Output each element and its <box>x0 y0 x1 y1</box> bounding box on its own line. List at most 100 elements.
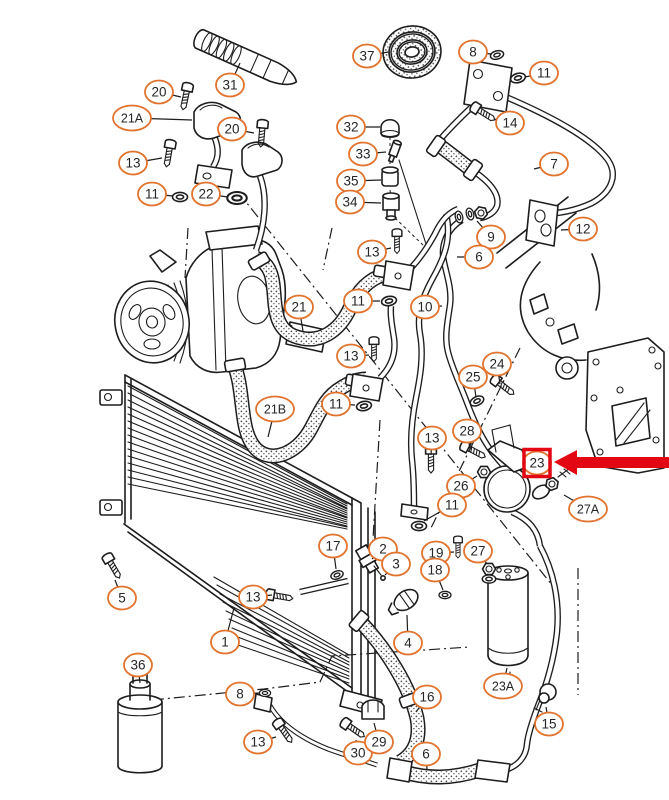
callout-12[interactable]: 12 <box>560 216 598 242</box>
callout-13[interactable]: 13 <box>336 343 370 369</box>
balloon-label: 6 <box>475 250 483 265</box>
balloon-label: 24 <box>489 357 505 372</box>
callout-21B[interactable]: 21B <box>255 395 295 438</box>
pipe-flange-drawing <box>463 59 559 247</box>
balloon-label: 32 <box>343 120 358 135</box>
balloon-label: 6 <box>422 747 430 762</box>
callout-20[interactable]: 20 <box>144 79 182 105</box>
callout-4[interactable]: 4 <box>393 614 423 656</box>
balloon-label: 13 <box>125 156 140 171</box>
callout-22[interactable]: 22 <box>191 181 229 207</box>
balloon <box>112 104 152 132</box>
callout-29[interactable]: 29 <box>364 722 394 755</box>
balloon-label: 36 <box>130 658 145 673</box>
balloon-label: 11 <box>537 66 551 81</box>
callout-24[interactable]: 24 <box>482 351 512 385</box>
callout-17[interactable]: 17 <box>318 533 348 570</box>
balloon <box>321 391 351 417</box>
callout-13[interactable]: 13 <box>417 425 447 456</box>
balloon <box>452 418 482 444</box>
balloon-label: 13 <box>250 735 265 750</box>
callout-3[interactable]: 3 <box>381 551 411 577</box>
callout-13[interactable]: 13 <box>243 729 277 755</box>
balloon <box>482 351 512 377</box>
balloon-label: 21B <box>264 403 286 417</box>
callout-23[interactable]: 23 <box>518 447 669 479</box>
callout-1[interactable]: 1 <box>210 607 240 655</box>
balloon-label: 34 <box>342 195 358 210</box>
callout-13[interactable]: 13 <box>357 239 392 265</box>
callout-14[interactable]: 14 <box>493 110 525 136</box>
balloon <box>107 585 137 611</box>
balloon <box>217 116 247 142</box>
callout-6[interactable]: 6 <box>457 244 494 270</box>
callout-9[interactable]: 9 <box>476 220 506 250</box>
balloon <box>343 740 373 766</box>
callout-23A[interactable]: 23A <box>483 667 523 700</box>
callout-36[interactable]: 36 <box>123 652 153 684</box>
balloon-label: 29 <box>371 735 386 750</box>
callout-16[interactable]: 16 <box>412 684 442 713</box>
balloon <box>243 729 273 755</box>
callout-13[interactable]: 13 <box>238 584 273 610</box>
condenser-drawing <box>99 374 383 717</box>
callout-13[interactable]: 13 <box>118 150 163 176</box>
callout-11[interactable]: 11 <box>321 391 356 417</box>
callout-6[interactable]: 6 <box>411 741 441 770</box>
callout-35[interactable]: 35 <box>336 168 382 194</box>
balloon <box>437 492 467 518</box>
callout-34[interactable]: 34 <box>335 189 382 215</box>
balloon <box>458 39 488 65</box>
balloon-label: 20 <box>151 85 166 100</box>
highlight-box <box>522 447 552 479</box>
balloon <box>123 652 153 678</box>
balloon-label: 23 <box>529 456 544 471</box>
balloon <box>144 79 174 105</box>
callout-11[interactable]: 11 <box>137 181 174 207</box>
balloon <box>137 181 167 207</box>
balloon-label: 4 <box>404 636 412 651</box>
callout-11[interactable]: 11 <box>423 492 467 522</box>
callout-20[interactable]: 20 <box>217 116 255 142</box>
balloon-label: 13 <box>364 245 379 260</box>
balloon <box>215 72 245 98</box>
balloon-label: 5 <box>118 591 126 606</box>
callout-7[interactable]: 7 <box>533 151 569 177</box>
balloon-label: 19 <box>428 546 443 561</box>
balloon <box>476 224 506 250</box>
callout-28[interactable]: 28 <box>452 418 482 450</box>
refrigerant-hoses-drawing <box>223 133 511 782</box>
balloon-label: 11 <box>445 498 459 513</box>
callout-30[interactable]: 30 <box>343 739 373 766</box>
callout-31[interactable]: 31 <box>215 62 245 98</box>
callout-21A[interactable]: 21A <box>112 104 193 132</box>
balloon-label: 10 <box>417 300 432 315</box>
balloon-label: 21A <box>121 112 144 126</box>
callout-15[interactable]: 15 <box>534 706 564 737</box>
callout-27[interactable]: 27 <box>463 538 493 565</box>
callout-33[interactable]: 33 <box>348 141 387 167</box>
callout-32[interactable]: 32 <box>336 114 380 140</box>
balloon-label: 11 <box>351 294 365 309</box>
balloon <box>118 150 148 176</box>
callout-25[interactable]: 25 <box>458 364 488 398</box>
callout-27A[interactable]: 27A <box>563 494 608 523</box>
callout-21[interactable]: 21 <box>284 294 314 332</box>
callout-8[interactable]: 8 <box>225 681 260 707</box>
balloon <box>191 181 221 207</box>
callout-37[interactable]: 37 <box>352 43 389 69</box>
balloon-label: 2 <box>379 542 387 557</box>
callout-11[interactable]: 11 <box>524 60 559 86</box>
callout-8[interactable]: 8 <box>458 39 492 65</box>
refrigerant-oil-bottle-drawing <box>117 668 163 774</box>
pipe-elbows-drawing <box>193 101 283 189</box>
callout-5[interactable]: 5 <box>107 579 137 611</box>
balloon <box>568 495 608 523</box>
balloon <box>417 425 447 451</box>
balloon-label: 7 <box>550 157 558 172</box>
callout-18[interactable]: 18 <box>420 557 450 591</box>
callout-11[interactable]: 11 <box>343 288 380 314</box>
callout-10[interactable]: 10 <box>410 294 443 320</box>
